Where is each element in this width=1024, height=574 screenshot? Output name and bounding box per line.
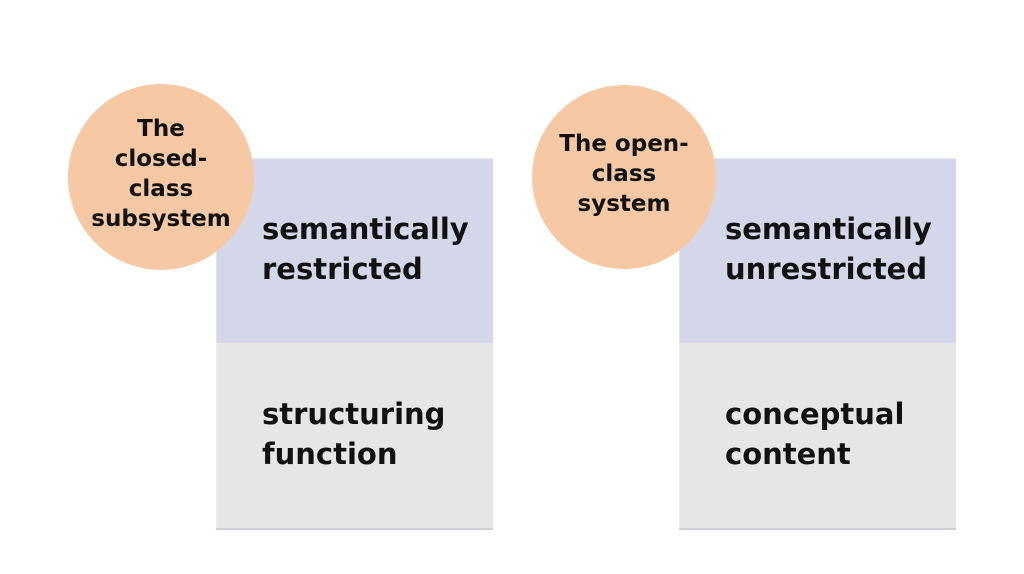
semantically-restricted-label: semantically restricted	[262, 211, 469, 286]
open-class-box-top-section: semantically unrestricted	[679, 158, 956, 343]
conceptual-content-label: conceptual content	[725, 396, 905, 471]
closed-class-box-bottom-section: structuring function	[216, 343, 493, 528]
open-class-box-bottom-section: conceptual content	[679, 343, 956, 528]
open-class-system-label: The open- class system	[559, 131, 689, 217]
semantically-unrestricted-label: semantically unrestricted	[725, 211, 932, 286]
closed-class-subsystem-label: The closed- class subsystem	[91, 116, 231, 232]
closed-class-box-top-section: semantically restricted	[216, 158, 493, 343]
open-class-box: semantically unrestricted conceptual con…	[679, 158, 956, 530]
closed-class-box: semantically restricted structuring func…	[216, 158, 493, 530]
closed-class-subsystem-circle: The closed- class subsystem	[68, 84, 254, 270]
structuring-function-label: structuring function	[262, 396, 446, 471]
open-class-system-circle: The open- class system	[532, 85, 716, 269]
